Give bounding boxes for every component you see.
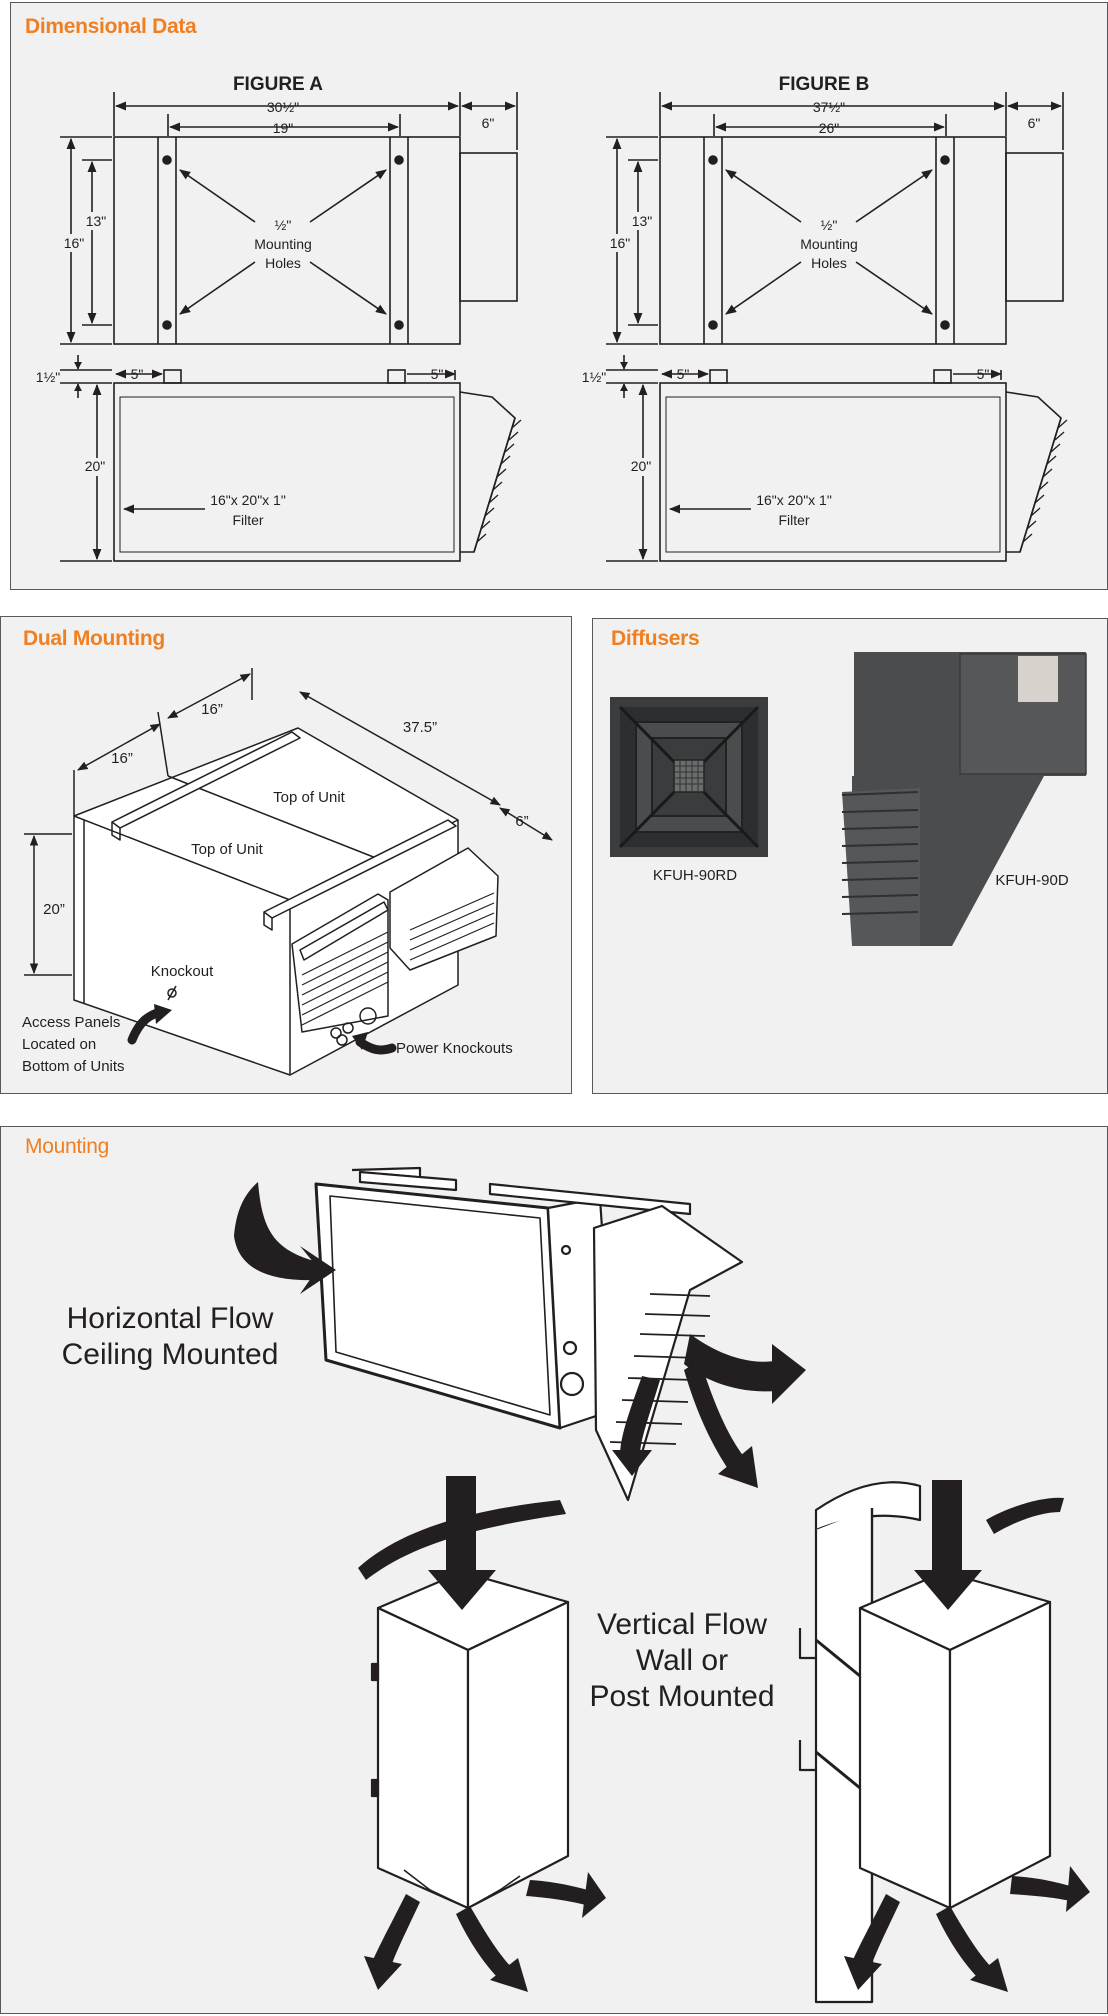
figure-b-tab-left: 5" [677,366,690,382]
mounting-title: Mounting [25,1135,109,1158]
figure-b-height: 16" [610,235,631,251]
figure-a-title: FIGURE A [233,74,323,95]
figure-b-holes-size: ½" [821,217,838,233]
figure-a-overall-width: 30½" [267,99,299,115]
dual-mounting-title: Dual Mounting [23,627,165,650]
dual-access-panels-3: Bottom of Units [22,1058,125,1075]
vertical-unit-wall [370,1570,570,1910]
dimensional-data-panel: Dimensional Data [10,2,1108,590]
figure-a-tab-right: 5" [431,366,444,382]
figure-b: FIGURE B 37½" 26" 6" ½" Mounting Holes 1… [582,74,1068,562]
diffuser-90d-label: KFUH-90D [995,872,1069,889]
figure-a-outlet-depth: 6" [482,115,495,131]
diffuser-90rd-image [610,697,768,857]
airflow-arrows [234,1182,1090,1992]
figure-b-filter-label: Filter [778,512,809,528]
dual-access-panels-1: Access Panels [22,1014,120,1031]
figure-b-holes-label-1: Mounting [800,236,858,252]
figure-a-side-view [113,382,461,562]
dual-top-of-unit-1: Top of Unit [273,789,346,806]
figure-a-filter-label: Filter [232,512,263,528]
figure-b-title: FIGURE B [779,74,870,95]
figure-a-height: 16" [64,235,85,251]
figure-b-side-height: 20" [631,458,652,474]
figure-a-holes-size: ½" [275,217,292,233]
diffusers-title: Diffusers [611,627,700,650]
dual-dim-width-left: 16” [111,750,133,767]
dual-dim-height: 20” [43,901,65,918]
dual-access-panels-2: Located on [22,1036,96,1053]
diffuser-90rd-label: KFUH-90RD [653,867,737,884]
figure-b-holes-label-2: Holes [811,255,847,271]
figure-a-holes-label-1: Mounting [254,236,312,252]
figure-b-hole-span: 26" [819,120,840,136]
dual-top-of-unit-2: Top of Unit [191,841,264,858]
figure-a-tab-height: 1½" [36,369,60,385]
mounting-labels: Horizontal Flow Ceiling Mounted Vertical… [62,1302,775,1713]
dimensional-data-title: Dimensional Data [25,15,197,38]
vertical-unit-post [798,1481,1052,2004]
diffuser-90d-image [841,652,1087,946]
horizontal-flow-line-2: Ceiling Mounted [62,1338,279,1371]
vertical-flow-line-1: Vertical Flow [597,1608,767,1641]
figure-a-hole-height: 13" [86,213,107,229]
dual-mounting-labels: 16” 16” 37.5” 6” 20” Top of Unit Top of … [22,701,529,1075]
figure-b-filter-size: 16"x 20"x 1" [756,492,832,508]
dual-power-knockouts: Power Knockouts [396,1040,513,1057]
figure-b-side-view [659,382,1007,562]
figure-b-outlet-depth: 6" [1028,115,1041,131]
figure-b-hole-height: 13" [632,213,653,229]
dual-knockout-label: Knockout [151,963,214,980]
figure-a-filter-size: 16"x 20"x 1" [210,492,286,508]
figure-a-hole-span: 19" [273,120,294,136]
dual-dim-length: 37.5” [403,719,437,736]
figure-b-overall-width: 37½" [813,99,845,115]
dual-dim-outlet: 6” [515,813,528,830]
figure-a-tab-left: 5" [131,366,144,382]
figure-a-holes-label-2: Holes [265,255,301,271]
figure-b-tab-right: 5" [977,366,990,382]
figure-a: FIGURE A 30½" 19" 6" ½" Mounting Holes [36,74,522,562]
vertical-flow-line-2: Wall or [636,1644,728,1677]
horizontal-unit [314,1166,744,1502]
dual-dim-width-right: 16” [201,701,223,718]
figure-a-side-height: 20" [85,458,106,474]
vertical-flow-line-3: Post Mounted [589,1680,774,1713]
figure-b-tab-height: 1½" [582,369,606,385]
horizontal-flow-line-1: Horizontal Flow [67,1302,274,1335]
